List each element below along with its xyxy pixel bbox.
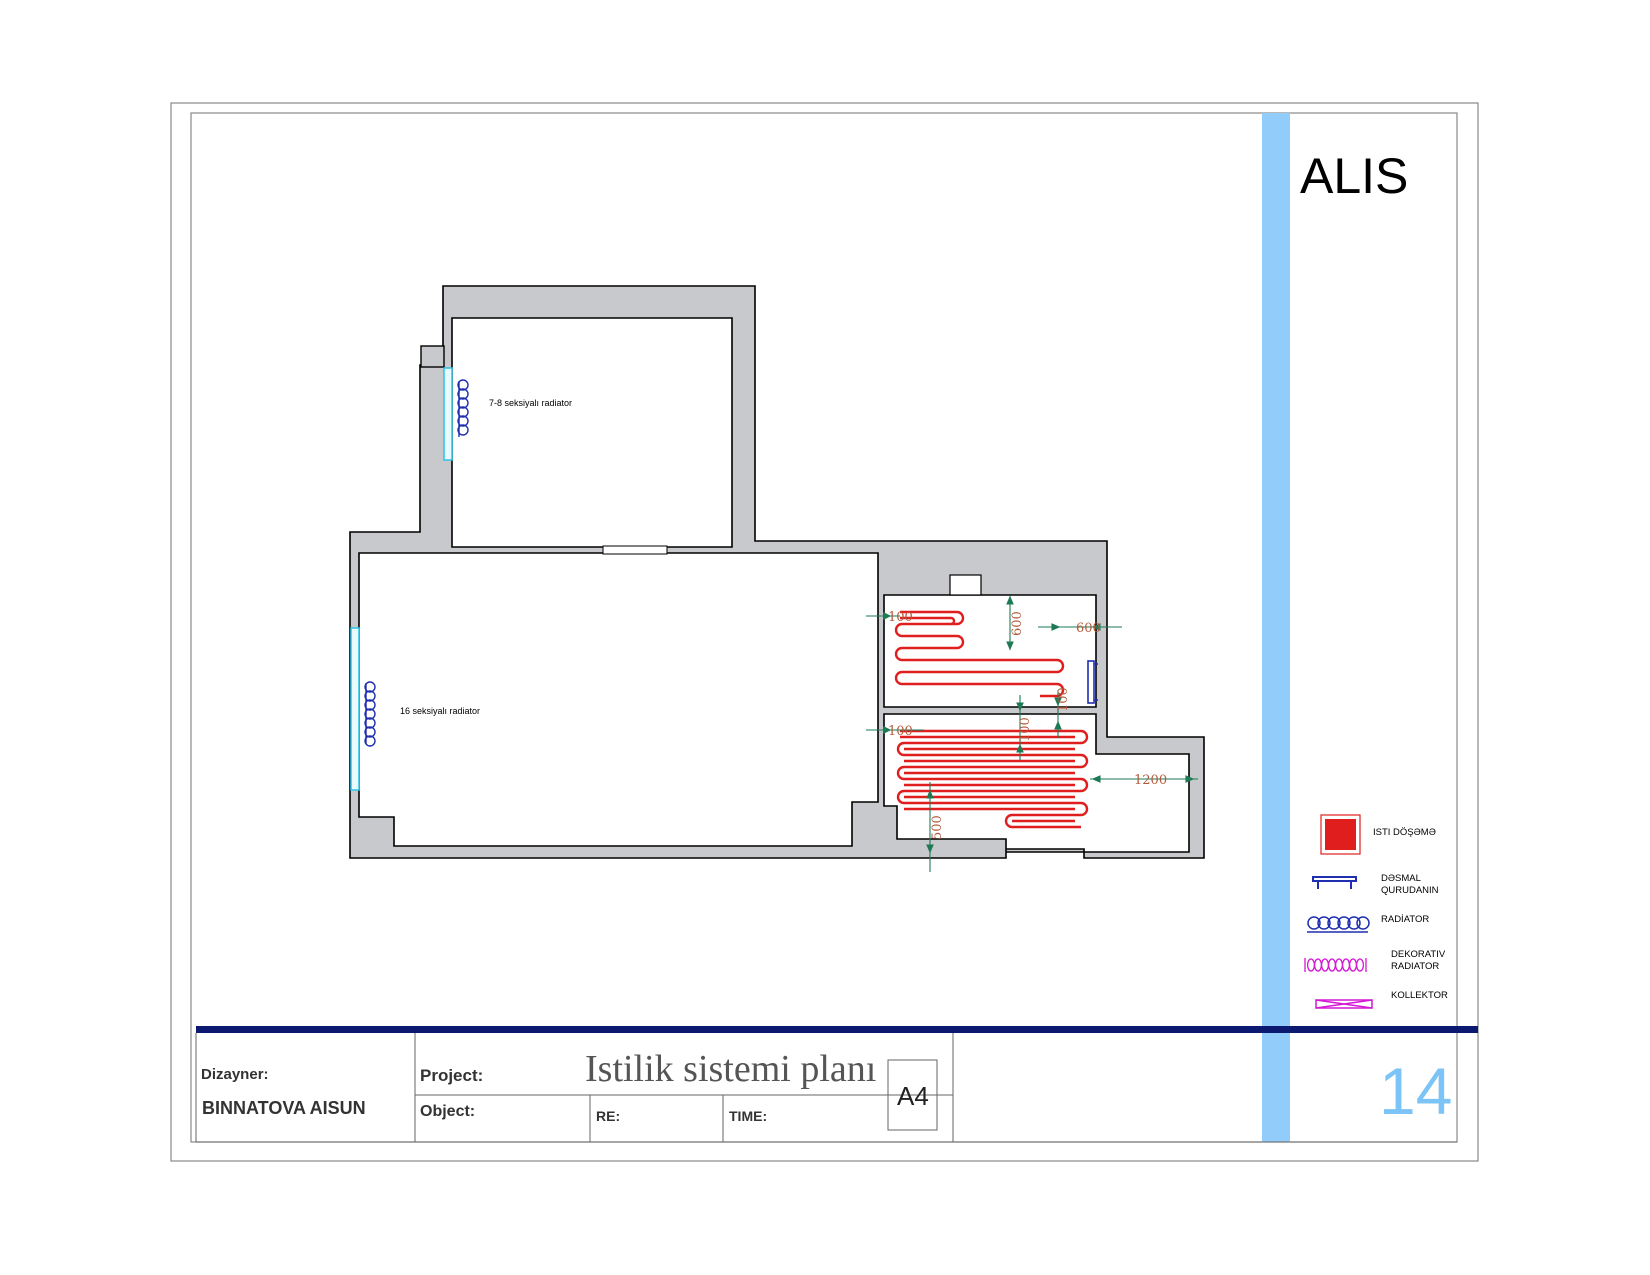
designer-name: BINNATOVA AISUN: [202, 1098, 366, 1118]
dimension-d6: 100: [888, 724, 913, 739]
wall-mass: [349, 285, 1205, 859]
outer-frame: [170, 102, 1479, 1162]
time-label: TIME:: [729, 1108, 768, 1124]
heated-floor-wc: [896, 729, 1089, 829]
accent-strip: [1262, 113, 1290, 1142]
object-label: Object:: [420, 1103, 476, 1120]
bedroom-window: [443, 367, 453, 461]
paper-size: A4: [897, 1081, 929, 1111]
designer-label: Dizayner:: [201, 1066, 269, 1083]
shaft-box: [949, 574, 982, 596]
dimension-d7: 1200: [1134, 773, 1167, 788]
dimension-d3: 600: [1076, 621, 1101, 636]
radiator-large-label: 16 seksiyalı radiator: [400, 706, 481, 716]
legend-label-radiator: RADİATOR: [1381, 914, 1430, 925]
legend-label-decorative-radiator: DEKORATIV RADIATOR: [1391, 949, 1446, 972]
radiator-small: [457, 379, 469, 437]
decorative-radiator-icon: [1304, 958, 1367, 972]
radiator-small-label: 7-8 seksiyalı radiator: [489, 398, 573, 408]
re-label: RE:: [596, 1108, 621, 1124]
title-block-grid: [195, 1033, 1457, 1143]
bedroom-niche: [420, 345, 445, 368]
towel-dryer-icon: [1312, 876, 1357, 889]
collector-icon: [1315, 999, 1373, 1009]
towel-dryer: [1087, 660, 1098, 704]
dimension-d4: 100: [1056, 687, 1071, 712]
page-number: 14: [1379, 1054, 1453, 1128]
heated-floor-bathroom: [894, 610, 1065, 698]
dimension-d2: 600: [1010, 611, 1025, 636]
heated-floor-icon: [1320, 814, 1361, 855]
living-window: [350, 627, 360, 791]
legend-label-towel-dryer: DƏSMAL QURUDANIN: [1381, 873, 1439, 896]
dimension-d8: 500: [930, 815, 945, 840]
floor-plan: 100 600 600 100 100 100 1200 500: [349, 285, 1205, 872]
dimension-d5: 100: [1018, 717, 1033, 742]
radiator-icon: [1307, 916, 1370, 933]
dimension-d1: 100: [888, 610, 913, 625]
heated-floor-bathroom-inner: [900, 616, 956, 626]
door-opening: [602, 545, 668, 555]
legend-label-collector: KOLLEKTOR: [1391, 990, 1448, 1001]
brand-title: ALIS: [1300, 148, 1409, 204]
title-block-rule: [196, 1026, 1478, 1033]
dimension-lines: [866, 595, 1198, 872]
project-label: Project:: [420, 1066, 484, 1085]
radiator-large: [364, 681, 376, 747]
project-title: Istilik sistemi planı: [585, 1048, 877, 1090]
legend-label-heated-floor: ISTI DÖŞƏMƏ: [1373, 827, 1436, 838]
